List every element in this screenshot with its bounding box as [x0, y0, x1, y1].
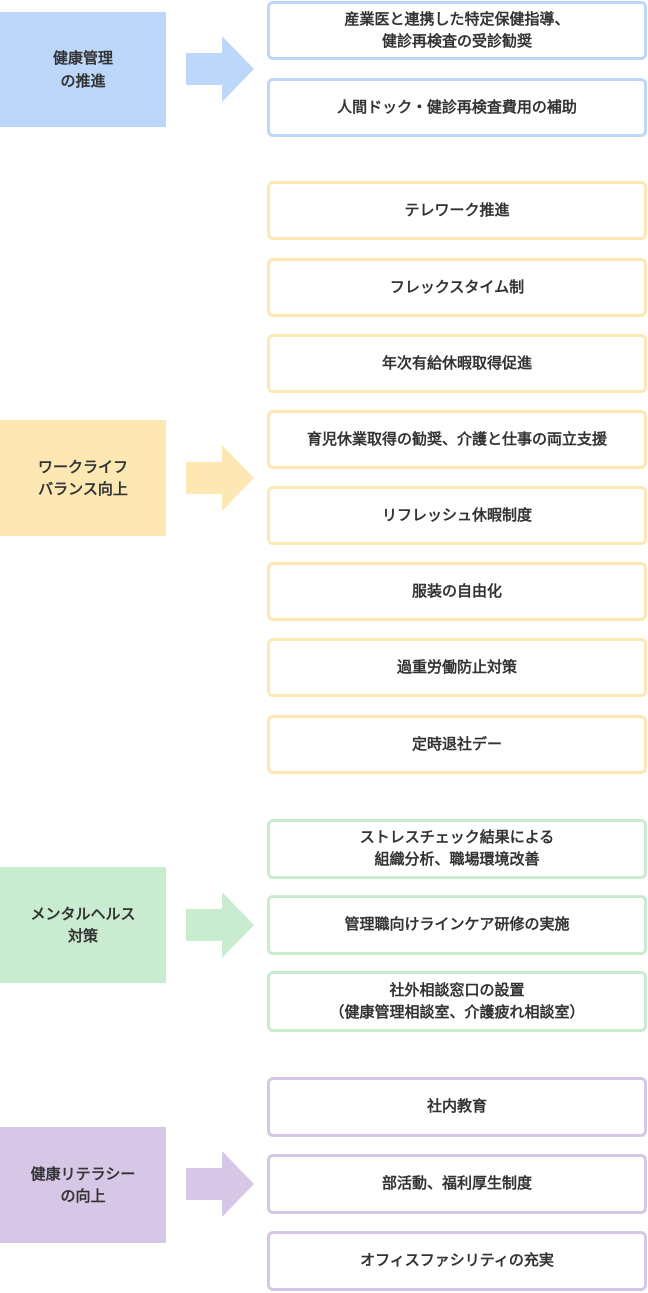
measure-box-mental: ストレスチェック結果による組織分析、職場環境改善 — [267, 819, 647, 879]
measure-box-worklife: テレワーク推進 — [267, 181, 647, 240]
measure-label-line: 管理職向けラインケア研修の実施 — [344, 915, 570, 934]
measure-box-literacy: オフィスファシリティの充実 — [267, 1231, 647, 1291]
measure-label-line: 定時退社デー — [411, 734, 502, 753]
measure-box-worklife: 育児休業取得の勧奨、介護と仕事の両立支援 — [267, 410, 647, 469]
measure-label-line: リフレッシュ休暇制度 — [381, 505, 532, 524]
measure-label-line: ストレスチェック結果による — [359, 828, 555, 847]
measure-box-worklife: 年次有給休暇取得促進 — [267, 334, 647, 393]
category-worklife: ワークライフバランス向上 — [0, 420, 166, 536]
measure-label-line: 健診再検査の受診勧奨 — [381, 31, 532, 50]
measure-box-literacy: 社内教育 — [267, 1077, 647, 1137]
category-label-line: メンタルヘルス — [30, 904, 136, 923]
measure-label-line: 年次有給休暇取得促進 — [381, 353, 532, 372]
measure-box-health: 産業医と連携した特定保健指導、健診再検査の受診勧奨 — [267, 1, 647, 60]
measure-box-health: 人間ドック・健診再検査費用の補助 — [267, 78, 647, 137]
category-label-line: の推進 — [60, 71, 106, 90]
measure-label-line: 過重労働防止対策 — [396, 657, 517, 676]
measure-box-worklife: 定時退社デー — [267, 715, 647, 774]
measure-box-worklife: フレックスタイム制 — [267, 258, 647, 317]
measure-box-mental: 社外相談窓口の設置 （健康管理相談室、介護疲れ相談室） — [267, 971, 647, 1032]
measure-box-worklife: 服装の自由化 — [267, 562, 647, 621]
category-label-line: ワークライフ — [37, 457, 128, 476]
measure-box-literacy: 部活動、福利厚生制度 — [267, 1154, 647, 1214]
category-health: 健康管理の推進 — [0, 12, 166, 127]
arrow-right-icon — [186, 1151, 254, 1217]
category-mental: メンタルヘルス対策 — [0, 867, 166, 983]
measure-label-line: 社外相談窓口の設置 — [389, 980, 525, 999]
measure-label-line: 人間ドック・健診再検査費用の補助 — [337, 97, 577, 116]
measure-label-line: 育児休業取得の勧奨、介護と仕事の両立支援 — [306, 429, 607, 448]
category-literacy: 健康リテラシーの向上 — [0, 1127, 166, 1243]
arrow-right-icon — [186, 445, 254, 511]
category-label-line: バランス向上 — [38, 480, 128, 498]
measure-label-line: （健康管理相談室、介護疲れ相談室） — [329, 1002, 585, 1021]
measure-label-line: 組織分析、職場環境改善 — [374, 850, 540, 868]
measure-box-mental: 管理職向けラインケア研修の実施 — [267, 895, 647, 955]
category-label-line: の向上 — [60, 1187, 106, 1205]
arrow-right-icon — [186, 36, 254, 102]
measure-label-line: テレワーク推進 — [404, 200, 510, 219]
measure-label-line: 部活動、福利厚生制度 — [381, 1174, 532, 1193]
measure-label-line: 社内教育 — [426, 1097, 487, 1116]
category-label-line: 対策 — [67, 927, 98, 945]
category-label-line: 健康リテラシー — [30, 1164, 136, 1183]
category-label-line: 健康管理 — [52, 49, 113, 67]
measure-label-line: オフィスファシリティの充実 — [360, 1251, 554, 1270]
measure-label-line: 服装の自由化 — [411, 581, 502, 600]
arrow-right-icon — [186, 892, 254, 958]
measure-label-line: 産業医と連携した特定保健指導、 — [344, 9, 570, 28]
measure-label-line: フレックスタイム制 — [389, 277, 525, 296]
measure-box-worklife: リフレッシュ休暇制度 — [267, 486, 647, 545]
measure-box-worklife: 過重労働防止対策 — [267, 638, 647, 697]
